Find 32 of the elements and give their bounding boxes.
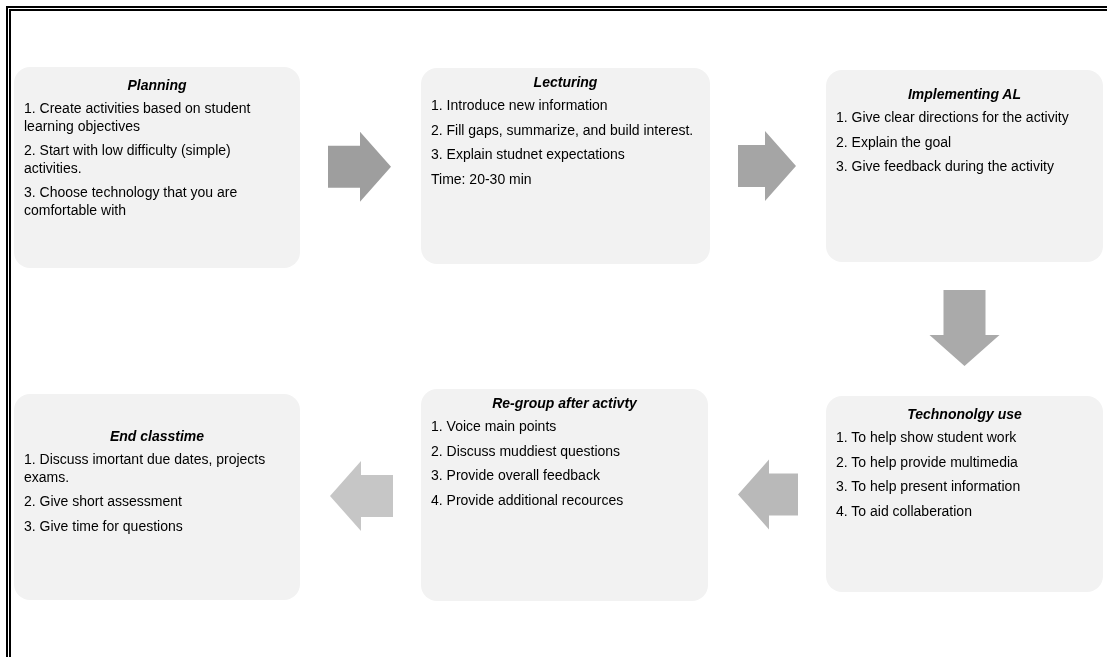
step-item: 2. Fill gaps, summarize, and build interest.	[431, 121, 695, 139]
step-item: 2. Discuss muddiest questions	[431, 442, 622, 460]
step-item: 1. Introduce new information	[431, 97, 609, 115]
step-item: 2. Start with low difficulty (simple) activities.	[24, 142, 232, 177]
step-item: 4. Provide additional recources	[431, 491, 625, 509]
block-arrow	[328, 131, 391, 202]
block-arrow	[929, 290, 1000, 366]
step-item: 1. Create activities based on student learning objectives	[24, 100, 252, 135]
step-item: 2. Give short assessment	[24, 493, 183, 511]
step-item: 1. Voice main points	[431, 418, 558, 436]
step-item: 1. Discuss imortant due dates, projects exams.	[24, 451, 267, 486]
block-arrow	[738, 131, 796, 201]
step-item: 2. Explain the goal	[836, 133, 953, 151]
step-heading: Planning	[126, 77, 188, 93]
step-item: 1. To help show student work	[836, 429, 1018, 447]
step-item: 3. To help present information	[836, 478, 1022, 496]
step-heading: Re-group after activty	[491, 395, 638, 411]
step-item: 3. Give feedback during the activity	[836, 158, 1055, 176]
step-item: 3. Choose technology that you are comfortable with	[24, 184, 239, 219]
step-item: 3. Provide overall feedback	[431, 467, 601, 485]
step-item: 1. Give clear directions for the activity	[836, 109, 1070, 127]
step-item: 3. Explain studnet expectations	[431, 146, 626, 164]
step-item: Time: 20-30 min	[431, 170, 533, 188]
step-item: 3. Give time for questions	[24, 517, 184, 535]
block-arrow	[330, 461, 393, 531]
step-heading: End classtime	[108, 428, 206, 444]
step-heading: Lecturing	[532, 74, 599, 90]
step-item: 2. To help provide multimedia	[836, 453, 1019, 471]
block-arrow	[738, 459, 798, 530]
step-item: 4. To aid collaberation	[836, 502, 973, 520]
step-heading: Technonolgy use	[906, 406, 1023, 422]
step-heading: Implementing AL	[906, 86, 1022, 102]
